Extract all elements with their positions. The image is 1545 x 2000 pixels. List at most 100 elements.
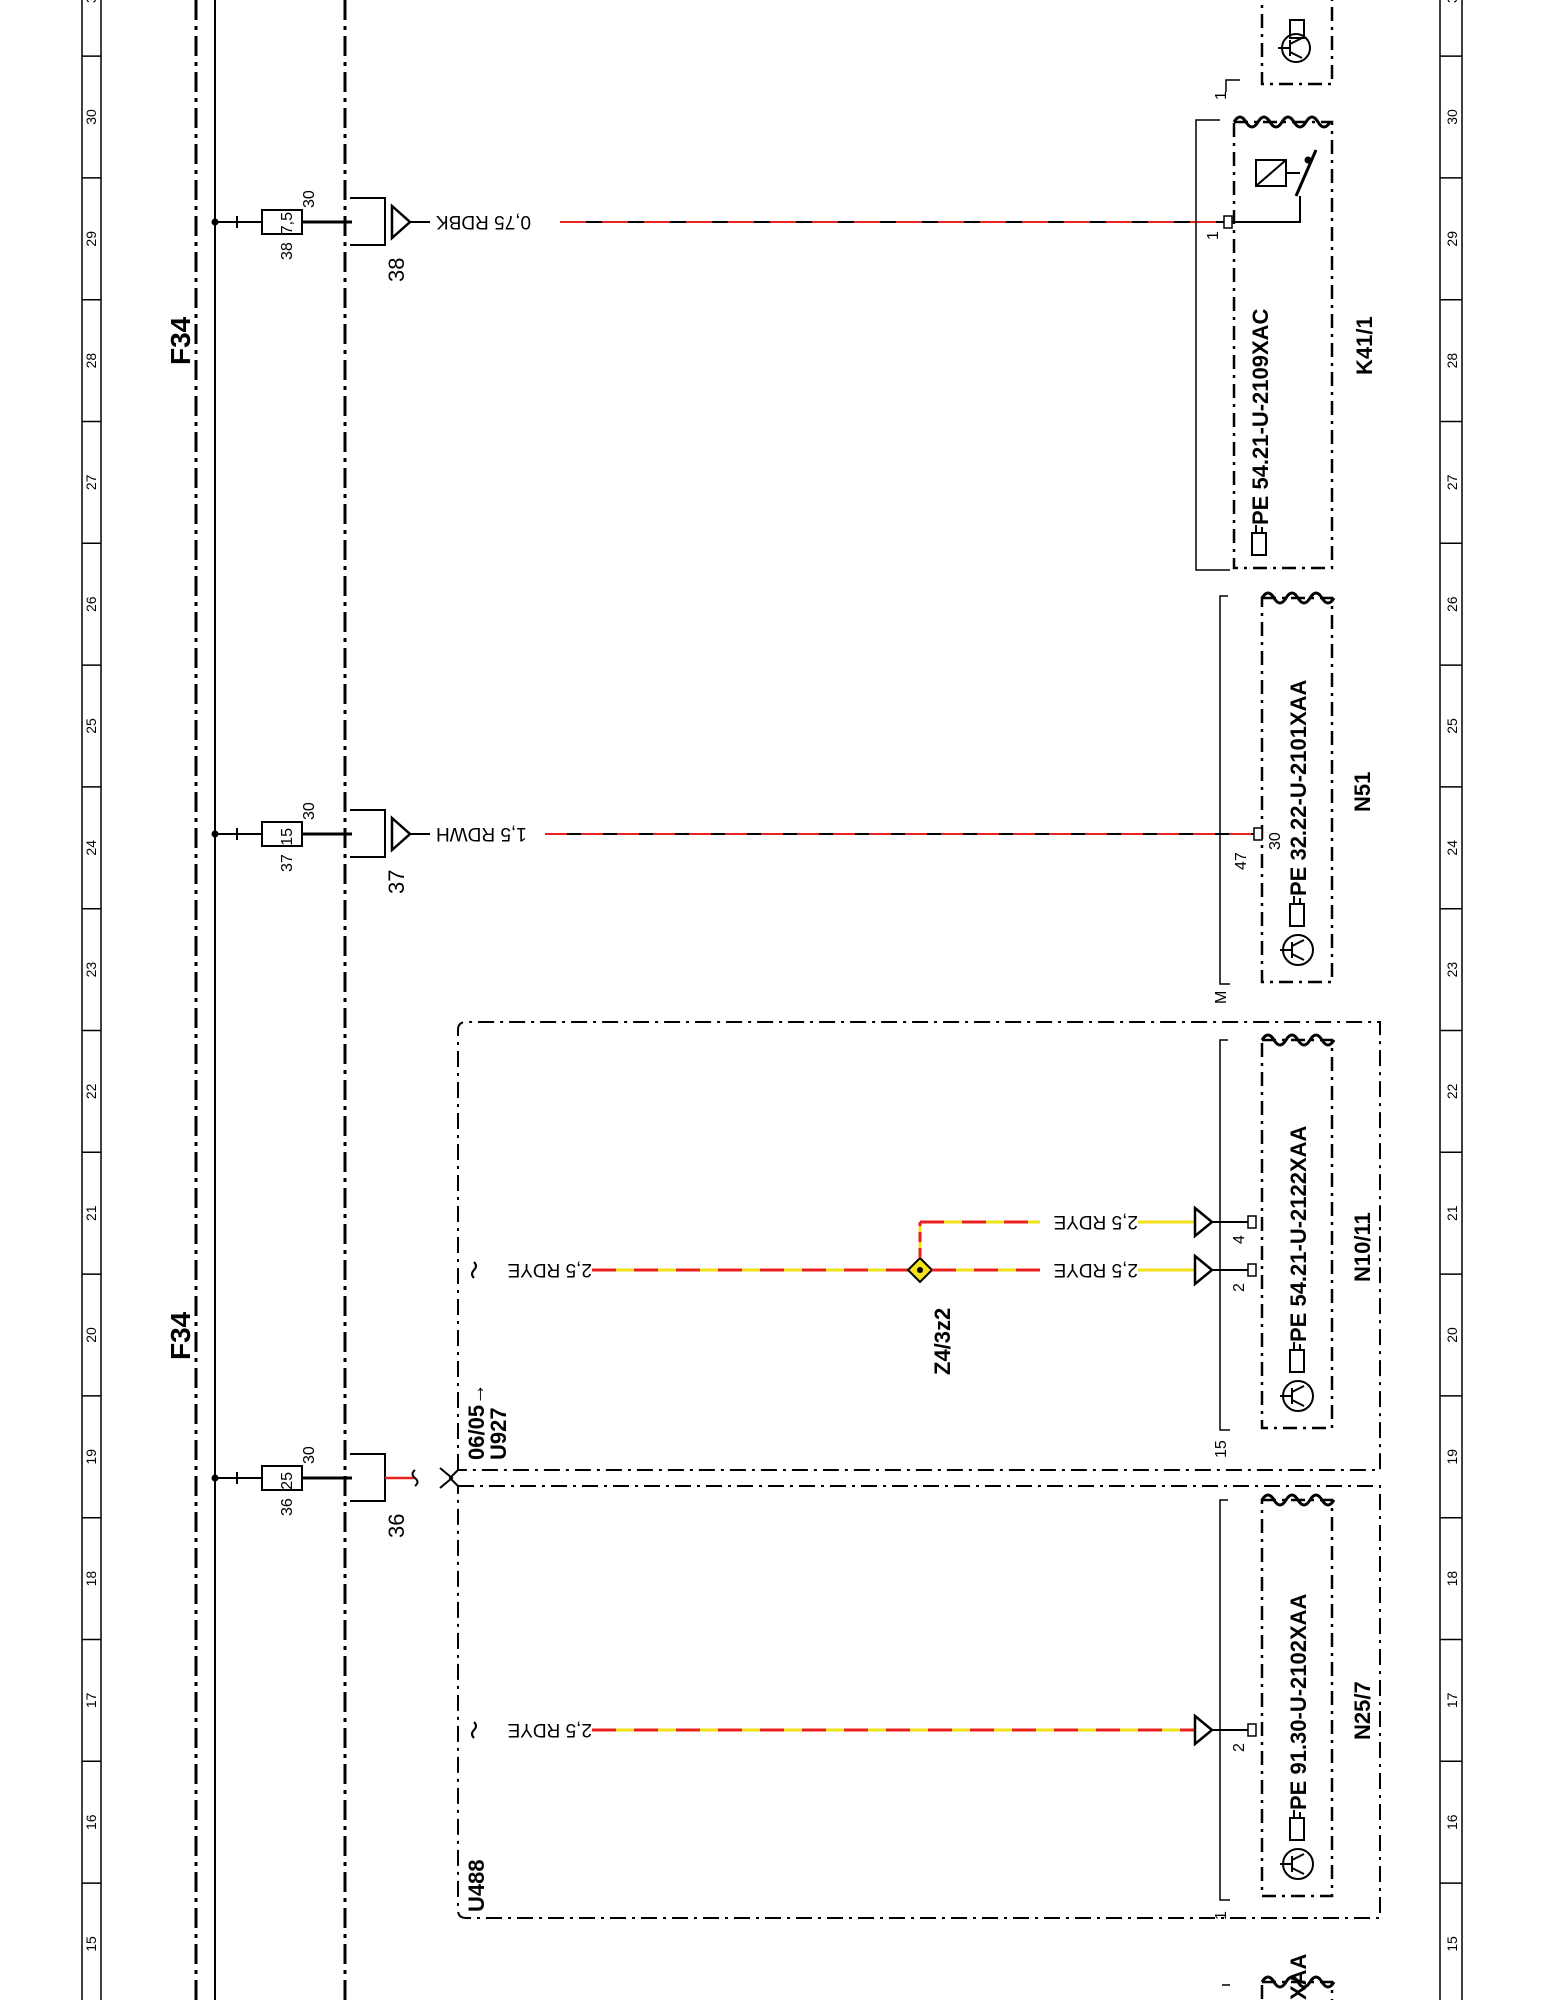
wire-n10-pin2-label: 2,5 RDYE [1054, 1259, 1138, 1280]
grid-number: 30 [83, 109, 99, 125]
k41-ref: K41/1 [1352, 316, 1377, 375]
fuse-37: 15 30 37 37 [211, 802, 409, 894]
pointing-hand-icon [1289, 1810, 1305, 1841]
n10-pin-15: 15 [1213, 1440, 1230, 1458]
grid-number: 21 [83, 1205, 99, 1221]
grid-number: 27 [83, 474, 99, 490]
pointing-hand-icon [1289, 1342, 1305, 1373]
transistor-icon [1280, 1848, 1314, 1880]
component-n10-11: 4 2 15 PE 54.21-U-2122XAA N10/11 [1213, 1033, 1375, 1458]
fuse-36-terminal-out: 36 [279, 1498, 296, 1516]
pointing-hand-icon [1289, 19, 1305, 39]
variant-u927-code: U927 [486, 1407, 511, 1460]
fuse-37-rating: 15 [279, 828, 296, 846]
grid-number: 20 [1444, 1327, 1460, 1343]
partial-bottom-doc: XAA [1286, 1953, 1311, 2000]
grid-number: 19 [83, 1449, 99, 1465]
n25-ref: N25/7 [1350, 1681, 1375, 1740]
grid-number: 22 [1444, 1083, 1460, 1099]
n10-pin-2: 2 [1231, 1283, 1248, 1292]
grid-number: 23 [83, 962, 99, 978]
grid-number: 20 [83, 1327, 99, 1343]
k41-pin-in: 1 [1205, 231, 1222, 240]
variant-u927-date: 06/05→ [464, 1383, 489, 1460]
pointing-hand-icon [1289, 896, 1305, 927]
grid-number: 25 [1444, 718, 1460, 734]
n51-pin-m: M [1213, 991, 1230, 1004]
variant-brace [448, 1469, 459, 1487]
grid-number: 15 [1444, 1936, 1460, 1952]
wire-38-label: 0,75 RDBK [436, 211, 531, 232]
fuse-38: 7,5 30 38 38 [211, 190, 409, 282]
pointing-hand-icon [1251, 525, 1267, 556]
fuse-38-terminal-in: 30 [301, 190, 318, 208]
grid-number: 31 [1444, 0, 1460, 3]
variant-box-u488 [457, 1485, 1381, 1919]
grid-number: 26 [1444, 596, 1460, 612]
grid-number: 28 [83, 353, 99, 369]
grid-number: 22 [83, 1083, 99, 1099]
component-n51: 47 30 M PE 32.22-U-2101XAA N51 [1213, 591, 1375, 1004]
n10-ref: N10/11 [1350, 1212, 1375, 1282]
transistor-icon [1280, 934, 1314, 966]
component-partial-bottom: XAA [1222, 1953, 1336, 2000]
fuse-box-boundary [194, 0, 347, 2000]
grid-number: 21 [1444, 1205, 1460, 1221]
fuse-37-terminal-out: 37 [279, 854, 296, 872]
grid-number: 29 [83, 231, 99, 247]
wire-u927-in: 2,5 RDYE [471, 1259, 918, 1280]
grid-ticks [82, 55, 1462, 1884]
wire-n10-pin4-label: 2,5 RDYE [1054, 1211, 1138, 1232]
connector-36-label: 36 [384, 1514, 409, 1538]
n25-doc-ref: PE 91.30-U-2102XAA [1286, 1593, 1311, 1810]
n51-ref: N51 [1350, 772, 1375, 812]
wire-u927-in-label: 2,5 RDYE [508, 1259, 592, 1280]
grid-number: 29 [1444, 231, 1460, 247]
grid-number: 16 [1444, 1814, 1460, 1830]
grid-number: 15 [83, 1936, 99, 1952]
splice-z4-3z2: Z4/3z2 [906, 1256, 955, 1375]
wire-37: 1,5 RDWH [390, 815, 1255, 853]
grid-number: 16 [83, 1814, 99, 1830]
grid-number: 30 [1444, 109, 1460, 125]
fuse-36: 25 30 36 36 [211, 1446, 409, 1538]
fuse-box-label-bottom: F34 [165, 1311, 196, 1360]
grid-frame [81, 0, 1463, 2000]
grid-number: 24 [1444, 840, 1460, 856]
splice-label: Z4/3z2 [930, 1308, 955, 1375]
grid-number: 23 [1444, 962, 1460, 978]
wire-n10-pin4: 2,5 RDYE [918, 1205, 1248, 1258]
grid-number: 17 [83, 1692, 99, 1708]
wire-n10-pin2: 2,5 RDYE [932, 1253, 1248, 1287]
n10-doc-ref: PE 54.21-U-2122XAA [1286, 1125, 1311, 1342]
n10-pin-4: 4 [1231, 1235, 1248, 1244]
fuse-38-terminal-out: 38 [279, 242, 296, 260]
connector-38-label: 38 [384, 258, 409, 282]
k41-pin-top: 1 [1213, 91, 1230, 100]
fuse-38-rating: 7,5 [279, 212, 296, 234]
n51-pin-b: 30 [1267, 832, 1284, 850]
grid-number: 31 [83, 0, 99, 3]
grid-number: 17 [1444, 1692, 1460, 1708]
grid-number: 18 [83, 1571, 99, 1587]
transistor-icon [1278, 33, 1311, 63]
component-n25-7: 2 1 PE 91.30-U-2102XAA N25/7 [1213, 1493, 1375, 1920]
wire-37-label: 1,5 RDWH [436, 823, 527, 844]
connector-37-label: 37 [384, 870, 409, 894]
variant-box-u927 [457, 1021, 1381, 1471]
grid-number: 28 [1444, 353, 1460, 369]
n25-pin-2: 2 [1231, 1743, 1248, 1752]
fuse-box-label-top: F34 [165, 316, 196, 365]
grid-number: 27 [1444, 474, 1460, 490]
component-k41-1: 1 1 PE 54.21-U-2109XAC K41/1 [1195, 91, 1377, 571]
fuse-37-terminal-in: 30 [301, 802, 318, 820]
transistor-icon [1280, 1380, 1314, 1412]
grid-number: 26 [83, 596, 99, 612]
n51-doc-ref: PE 32.22-U-2101XAA [1286, 679, 1311, 896]
n51-pin-a: 47 [1233, 852, 1250, 870]
fuse-36-rating: 25 [279, 1472, 296, 1490]
wire-n25-pin2-label: 2,5 RDYE [508, 1719, 592, 1740]
n25-pin-1: 1 [1213, 1911, 1230, 1920]
